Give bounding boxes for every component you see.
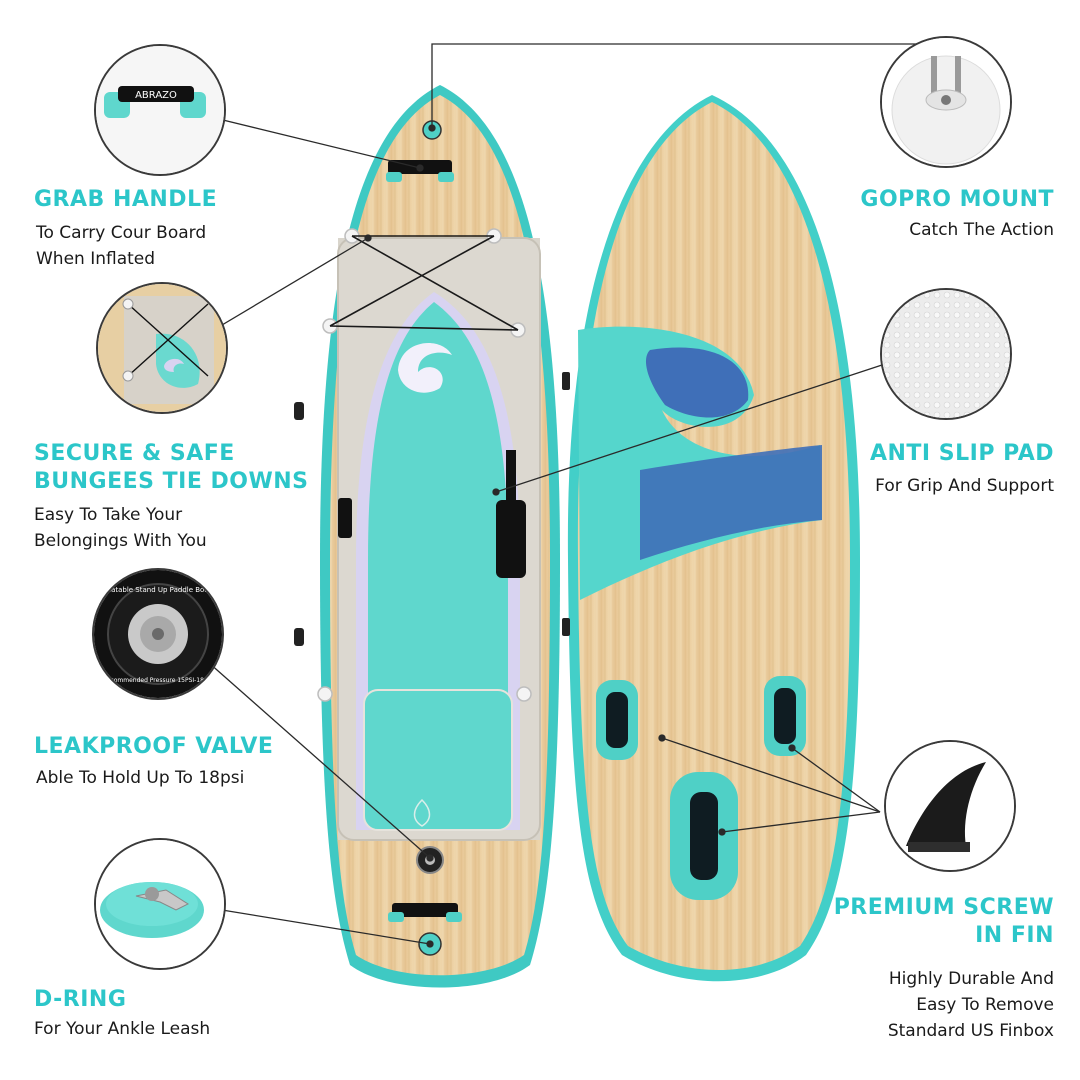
connector-lines bbox=[179, 43, 926, 948]
gopro-subtitle: Catch The Action bbox=[909, 217, 1054, 243]
bungees-subtitle-line-2: Belongings With You bbox=[34, 531, 207, 551]
grab-handle-subtitle-line-2: When Inflated bbox=[36, 249, 156, 269]
fin-title-line-2: IN FIN bbox=[975, 923, 1054, 948]
board-bottom-view bbox=[562, 95, 860, 982]
d-ring-title: D-RING bbox=[34, 987, 127, 1012]
fin-subtitle-line-2: Easy To Remove bbox=[916, 995, 1054, 1015]
grab-handle-subtitle-line-1: To Carry Cour Board bbox=[36, 223, 207, 243]
fin-icon bbox=[886, 742, 1014, 870]
board-top-view bbox=[294, 85, 560, 988]
valve-subtitle-line-1: Able To Hold Up To 18psi bbox=[36, 768, 245, 788]
bungees-subtitle: Easy To Take Your Belongings With You bbox=[34, 502, 207, 554]
grab-handle-title: GRAB HANDLE bbox=[34, 187, 218, 212]
d-ring-thumbnail bbox=[94, 838, 226, 970]
valve-pressure-text: Recommended Pressure 15PSI-18PSI bbox=[103, 677, 214, 684]
gopro-title: GOPRO MOUNT bbox=[860, 187, 1054, 212]
bungees-subtitle-line-1: Easy To Take Your bbox=[34, 505, 183, 525]
fin-subtitle-line-3: Standard US Finbox bbox=[887, 1021, 1054, 1041]
valve-title: LEAKPROOF VALVE bbox=[34, 734, 274, 759]
d-ring-subtitle: For Your Ankle Leash bbox=[34, 1016, 210, 1042]
grab-handle-subtitle: To Carry Cour Board When Inflated bbox=[36, 220, 206, 272]
anti-slip-title: ANTI SLIP PAD bbox=[869, 441, 1054, 466]
fin-title: PREMIUM SCREW IN FIN bbox=[834, 894, 1054, 950]
bungees-title-line-1: SECURE & SAFE bbox=[34, 441, 235, 466]
bungee-thumbnail bbox=[96, 282, 228, 414]
valve-subtitle: Able To Hold Up To 18psi bbox=[36, 765, 244, 791]
anti-slip-subtitle: For Grip And Support bbox=[875, 473, 1054, 499]
bungees-title-line-2: BUNGEES TIE DOWNS bbox=[34, 469, 309, 494]
valve-thumbnail: Inflatable Stand Up Paddle Board Recomme… bbox=[92, 568, 224, 700]
gopro-mount-thumbnail bbox=[880, 36, 1012, 168]
gopro-mount-icon bbox=[882, 38, 1010, 166]
valve-icon: Inflatable Stand Up Paddle Board Recomme… bbox=[94, 570, 222, 698]
fin-subtitle-line-1: Highly Durable And bbox=[888, 969, 1054, 989]
valve-ring-text: Inflatable Stand Up Paddle Board bbox=[100, 586, 216, 594]
anti-slip-pad-thumbnail bbox=[880, 288, 1012, 420]
d-ring-subtitle-line-1: For Your Ankle Leash bbox=[34, 1019, 211, 1039]
grab-handle-logo: ABRAZO bbox=[135, 90, 177, 101]
bungee-icon bbox=[98, 284, 226, 412]
grab-handle-icon: ABRAZO bbox=[96, 46, 224, 174]
anti-slip-pad-icon bbox=[882, 290, 1010, 418]
fin-subtitle: Highly Durable And Easy To Remove Standa… bbox=[888, 966, 1054, 1044]
gopro-subtitle-line-1: Catch The Action bbox=[909, 220, 1054, 240]
anti-slip-subtitle-line-1: For Grip And Support bbox=[875, 476, 1054, 496]
grab-handle-thumbnail: ABRAZO bbox=[94, 44, 226, 176]
fin-thumbnail bbox=[884, 740, 1016, 872]
fin-title-line-1: PREMIUM SCREW bbox=[833, 895, 1054, 920]
d-ring-icon bbox=[96, 840, 224, 968]
bungees-title: SECURE & SAFE BUNGEES TIE DOWNS bbox=[34, 440, 309, 496]
